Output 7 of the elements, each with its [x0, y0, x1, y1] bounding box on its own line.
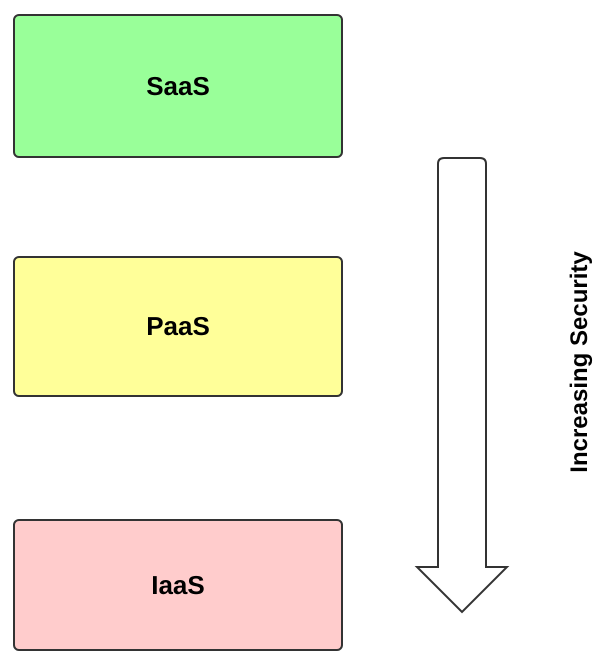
box-label: PaaS [146, 311, 210, 342]
box-label: IaaS [151, 570, 205, 600]
box-label: SaaS [146, 70, 210, 102]
process-box [13, 256, 343, 397]
process-box [13, 519, 343, 651]
axis-label: Increasing Security [566, 251, 594, 473]
process-box [13, 14, 343, 158]
